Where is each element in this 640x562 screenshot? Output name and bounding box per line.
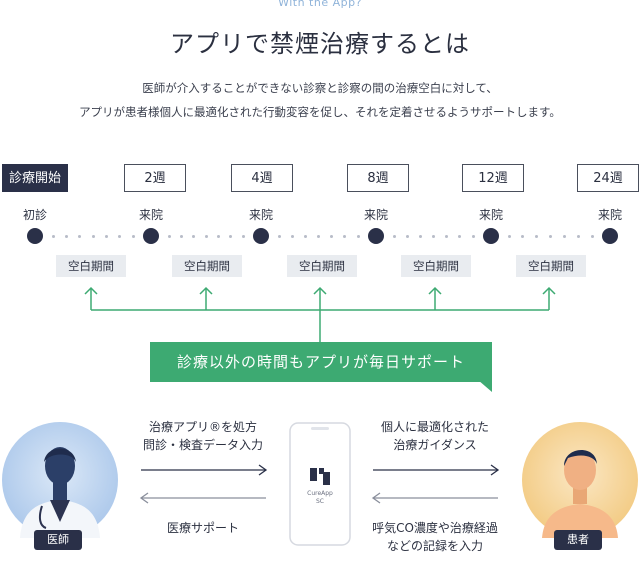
flow-arrows [0, 0, 640, 562]
